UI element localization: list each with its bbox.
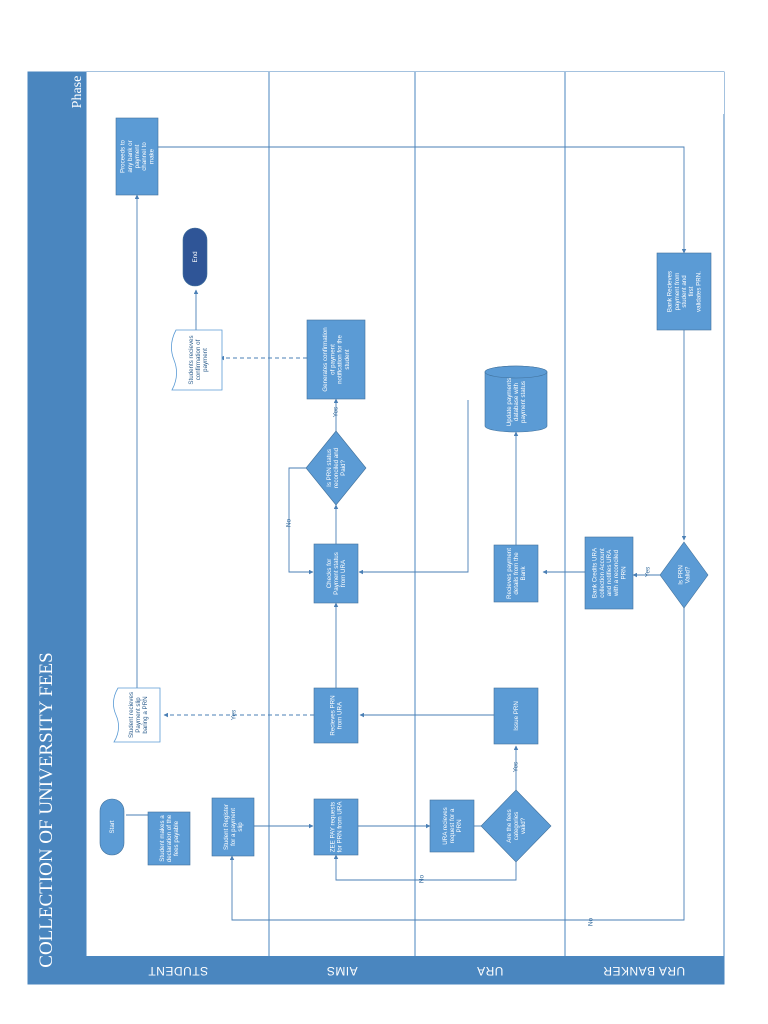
checks-status-box — [313, 543, 359, 604]
slip-prn-document — [113, 687, 161, 743]
bank-credits-label: Bank Credits URAcollection Accountand no… — [592, 547, 628, 598]
bank-validates-box — [656, 252, 712, 331]
receives-prn-label: Recieves PRNfrom URA — [329, 695, 343, 735]
lane-label-ura: URA — [477, 964, 504, 978]
edge-label-prn-yes: Yes — [231, 709, 238, 720]
edge-details-checks — [358, 400, 469, 575]
register-box — [211, 797, 255, 857]
end-label: End — [192, 251, 199, 263]
phase-label: Phase — [70, 76, 85, 109]
generates-conf-label: Generates confirmationof paymentnotifica… — [322, 327, 351, 392]
bank-validates-label: Bank Recievespayment fromstudent andfirs… — [667, 271, 703, 312]
slip-prn-label: Student recievesPayment slipbaring a PRN — [128, 692, 149, 738]
fees-valid-label: Are the feescategoriesvalid? — [506, 809, 527, 842]
phase-tab — [70, 72, 86, 112]
receives-prn-box — [313, 687, 359, 744]
lane-header-bar — [86, 956, 724, 984]
start-label: Start — [109, 820, 116, 833]
start-terminator — [99, 798, 125, 856]
lane-label-ura-banker: URA BANKER — [603, 964, 685, 978]
bank-credits-box — [584, 536, 634, 610]
issue-prn-box — [493, 687, 539, 745]
edge-label-fees-yes: Yes — [513, 761, 520, 772]
ura-payment-details-box — [493, 544, 539, 603]
edge-fees-no — [333, 854, 517, 881]
edge-label-paid-yes: Yes — [333, 406, 340, 417]
edge-label-fees-no: No — [419, 874, 426, 883]
update-db-database-top — [484, 365, 548, 379]
prn-paid-label: Is PRN statusreconciled andPaid? — [326, 447, 347, 488]
diagram-title: COLLECTION OF UNIVERSITY FEES — [36, 652, 57, 967]
checks-status-label: Checks forPayment statusfrom URA — [326, 552, 347, 595]
student-conf-label: Students recievesconfirmation ofpayment — [188, 335, 209, 384]
edge-label-paid-no: No — [286, 518, 293, 527]
edge-valid-no — [229, 607, 685, 921]
zeepay-label: ZEE PAY requestsfor PRN from URA — [329, 801, 343, 853]
declaration-label: Student makes adeclaration of thefees pa… — [159, 814, 180, 862]
edge-proceeds-bank — [158, 146, 687, 254]
fees-valid-decision — [480, 789, 552, 863]
register-label: Student Registerfor a paymentslip — [223, 804, 244, 850]
student-conf-document — [171, 329, 223, 391]
prn-valid-decision — [659, 541, 709, 609]
edge-label-valid-yes: Yes — [645, 566, 652, 577]
zeepay-box — [313, 798, 359, 856]
lane-label-student: STUDENT — [148, 964, 208, 978]
phase-bar — [86, 72, 724, 114]
end-terminator — [182, 227, 208, 287]
prn-valid-label: Is PRNValid? — [677, 565, 691, 585]
proceeds-bank-label: Proceeds toany bank orpaymentchannel tom… — [120, 139, 156, 173]
diagram-frame — [27, 71, 725, 985]
update-db-label: Update paymentsdatabase withpayment stat… — [506, 378, 527, 427]
declaration-box — [147, 811, 191, 866]
generates-conf-box — [306, 319, 366, 400]
issue-prn-label: Issue PRN — [513, 701, 520, 731]
ura-receives-box — [429, 799, 475, 853]
lane-label-aims: AIMS — [326, 964, 357, 978]
proceeds-bank-box — [115, 117, 159, 196]
ura-payment-details-label: Recieves paymentdetails from theBank — [506, 548, 527, 599]
ura-receives-label: URA recievesrequest for aPRN — [442, 807, 463, 844]
title-bar — [28, 72, 86, 984]
prn-paid-decision — [305, 430, 367, 506]
edge-label-valid-no: No — [588, 917, 595, 926]
edge-paid-no — [288, 467, 314, 575]
